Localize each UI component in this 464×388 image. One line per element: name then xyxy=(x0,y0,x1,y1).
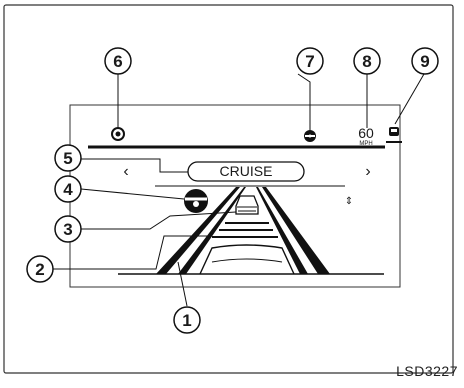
updown-arrow-icon: ⇕ xyxy=(345,196,353,207)
callout-8: 8 xyxy=(354,48,380,74)
vehicle-ahead-icon xyxy=(236,196,258,214)
own-vehicle-icon xyxy=(200,245,294,274)
callout-3: 3 xyxy=(55,216,81,242)
callout-1-label: 1 xyxy=(182,311,191,330)
callout-5: 5 xyxy=(55,145,81,171)
steering-wheel-small-icon xyxy=(304,130,316,142)
figure-code: LSD3227 xyxy=(396,363,458,379)
speed-value: 60 xyxy=(358,125,374,141)
callout-9: 9 xyxy=(412,48,438,74)
cruise-label: CRUISE xyxy=(220,163,273,179)
callout-8-label: 8 xyxy=(362,52,371,71)
callout-1: 1 xyxy=(174,307,200,333)
callout-2: 2 xyxy=(27,256,53,282)
callout-2-label: 2 xyxy=(35,260,44,279)
speed-unit: MPH xyxy=(359,141,372,147)
callout-6-label: 6 xyxy=(113,52,122,71)
callout-3-label: 3 xyxy=(63,220,72,239)
callout-7: 7 xyxy=(297,48,323,74)
callout-5-label: 5 xyxy=(63,149,72,168)
callout-9-label: 9 xyxy=(420,52,429,71)
left-arrow-icon: ‹ xyxy=(123,163,128,180)
callout-6: 6 xyxy=(105,48,131,74)
callout-4-label: 4 xyxy=(63,180,73,199)
distance-bars-icon xyxy=(212,222,278,238)
steering-assist-icon xyxy=(184,189,208,213)
driver-monitor-icon xyxy=(112,128,124,140)
callout-4: 4 xyxy=(55,176,81,202)
callout-7-label: 7 xyxy=(305,52,314,71)
right-arrow-icon: › xyxy=(365,163,370,180)
